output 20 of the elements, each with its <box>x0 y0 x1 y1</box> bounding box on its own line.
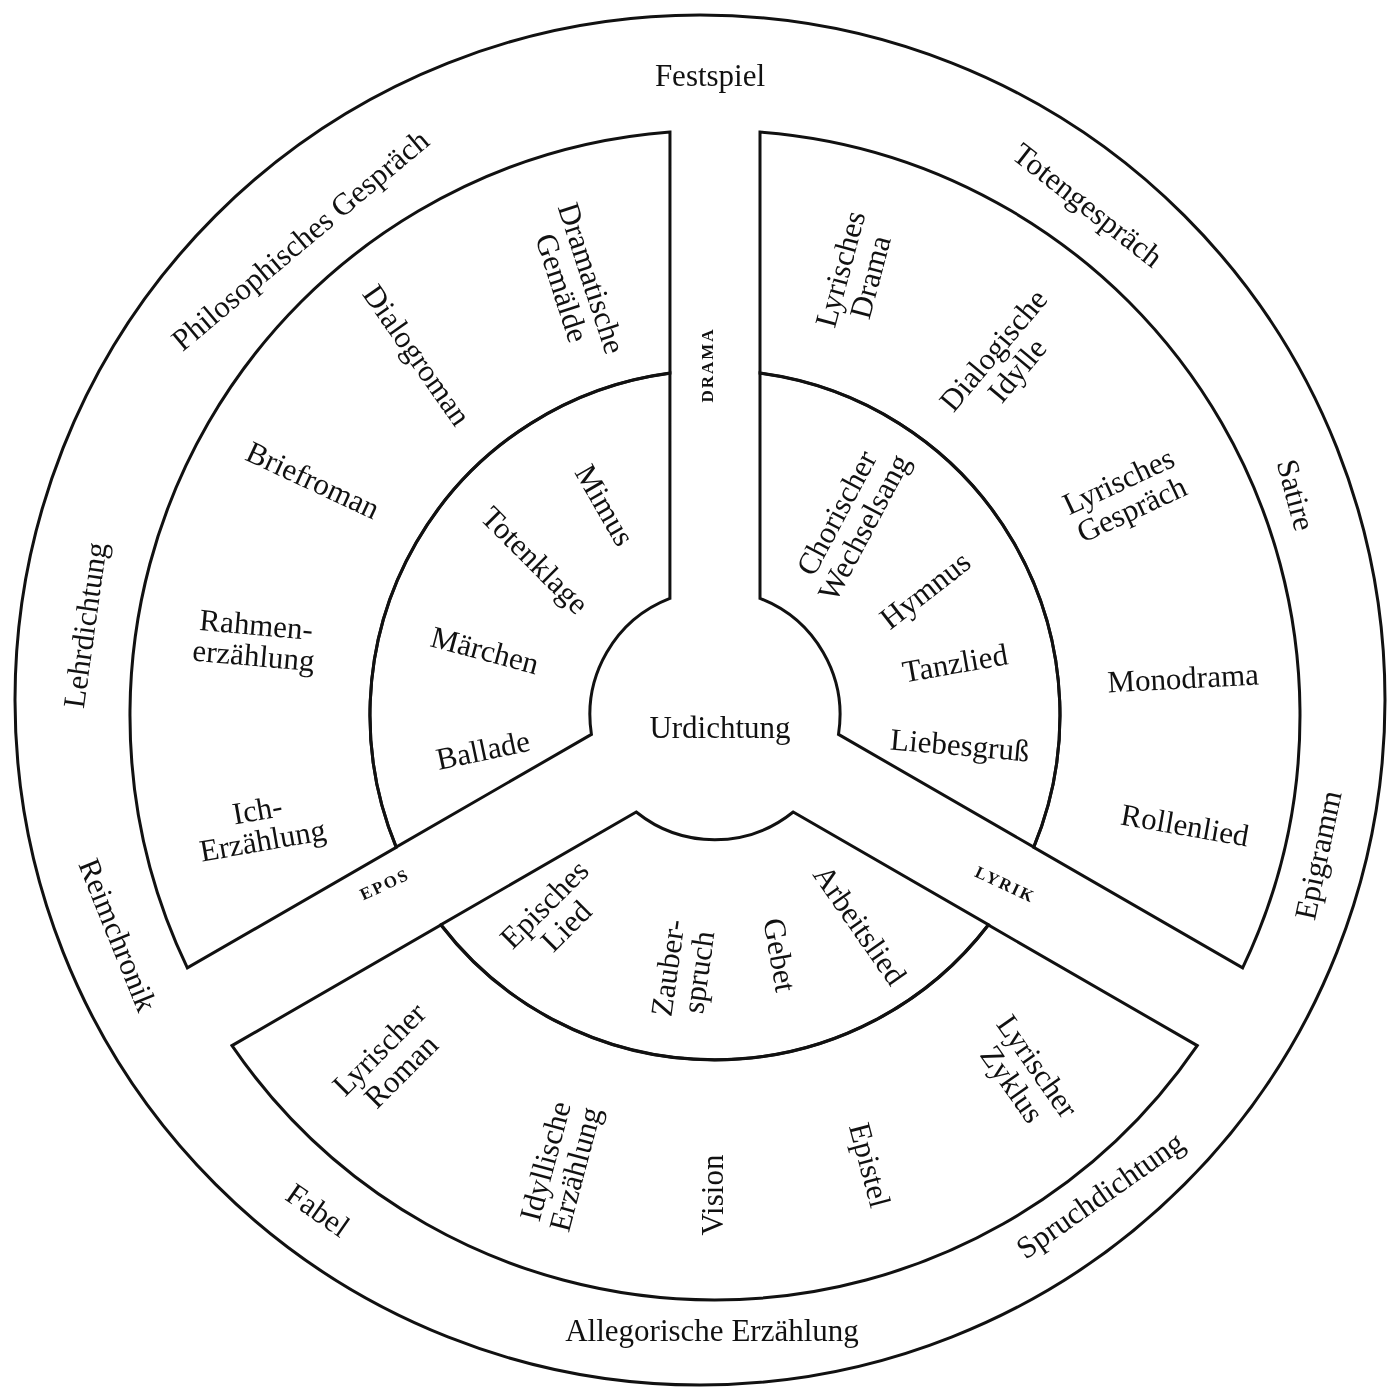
ring-label: Epigramm <box>1289 787 1347 923</box>
ring-label: Lehrdichtung <box>58 540 112 710</box>
genre-label: Zauber- spruch <box>645 917 721 1021</box>
ring-label: Festspiel <box>654 59 766 91</box>
ring-label: Allegorische Erzählung <box>565 1314 859 1346</box>
genre-label: Lyrisches Drama <box>809 207 899 333</box>
genre-label: Gebet <box>758 915 802 995</box>
genre-label: Ballade <box>433 725 533 775</box>
ring-label: Satire <box>1271 456 1321 534</box>
genre-label: Rahmen- erzählung <box>191 603 318 677</box>
center-label: Urdichtung <box>649 711 791 743</box>
genre-label: Tanzlied <box>900 638 1010 688</box>
genre-label: Märchen <box>427 620 543 680</box>
band-label: DRAMA <box>698 327 718 403</box>
genre-label: Ich- Erzählung <box>195 787 329 867</box>
genre-label: Vision <box>696 1154 728 1236</box>
genre-label: Epistel <box>843 1119 897 1211</box>
genre-label: Rollenlied <box>1118 798 1252 852</box>
genre-label: Liebesgruß <box>889 723 1031 767</box>
genre-label: Monodrama <box>1106 658 1260 698</box>
